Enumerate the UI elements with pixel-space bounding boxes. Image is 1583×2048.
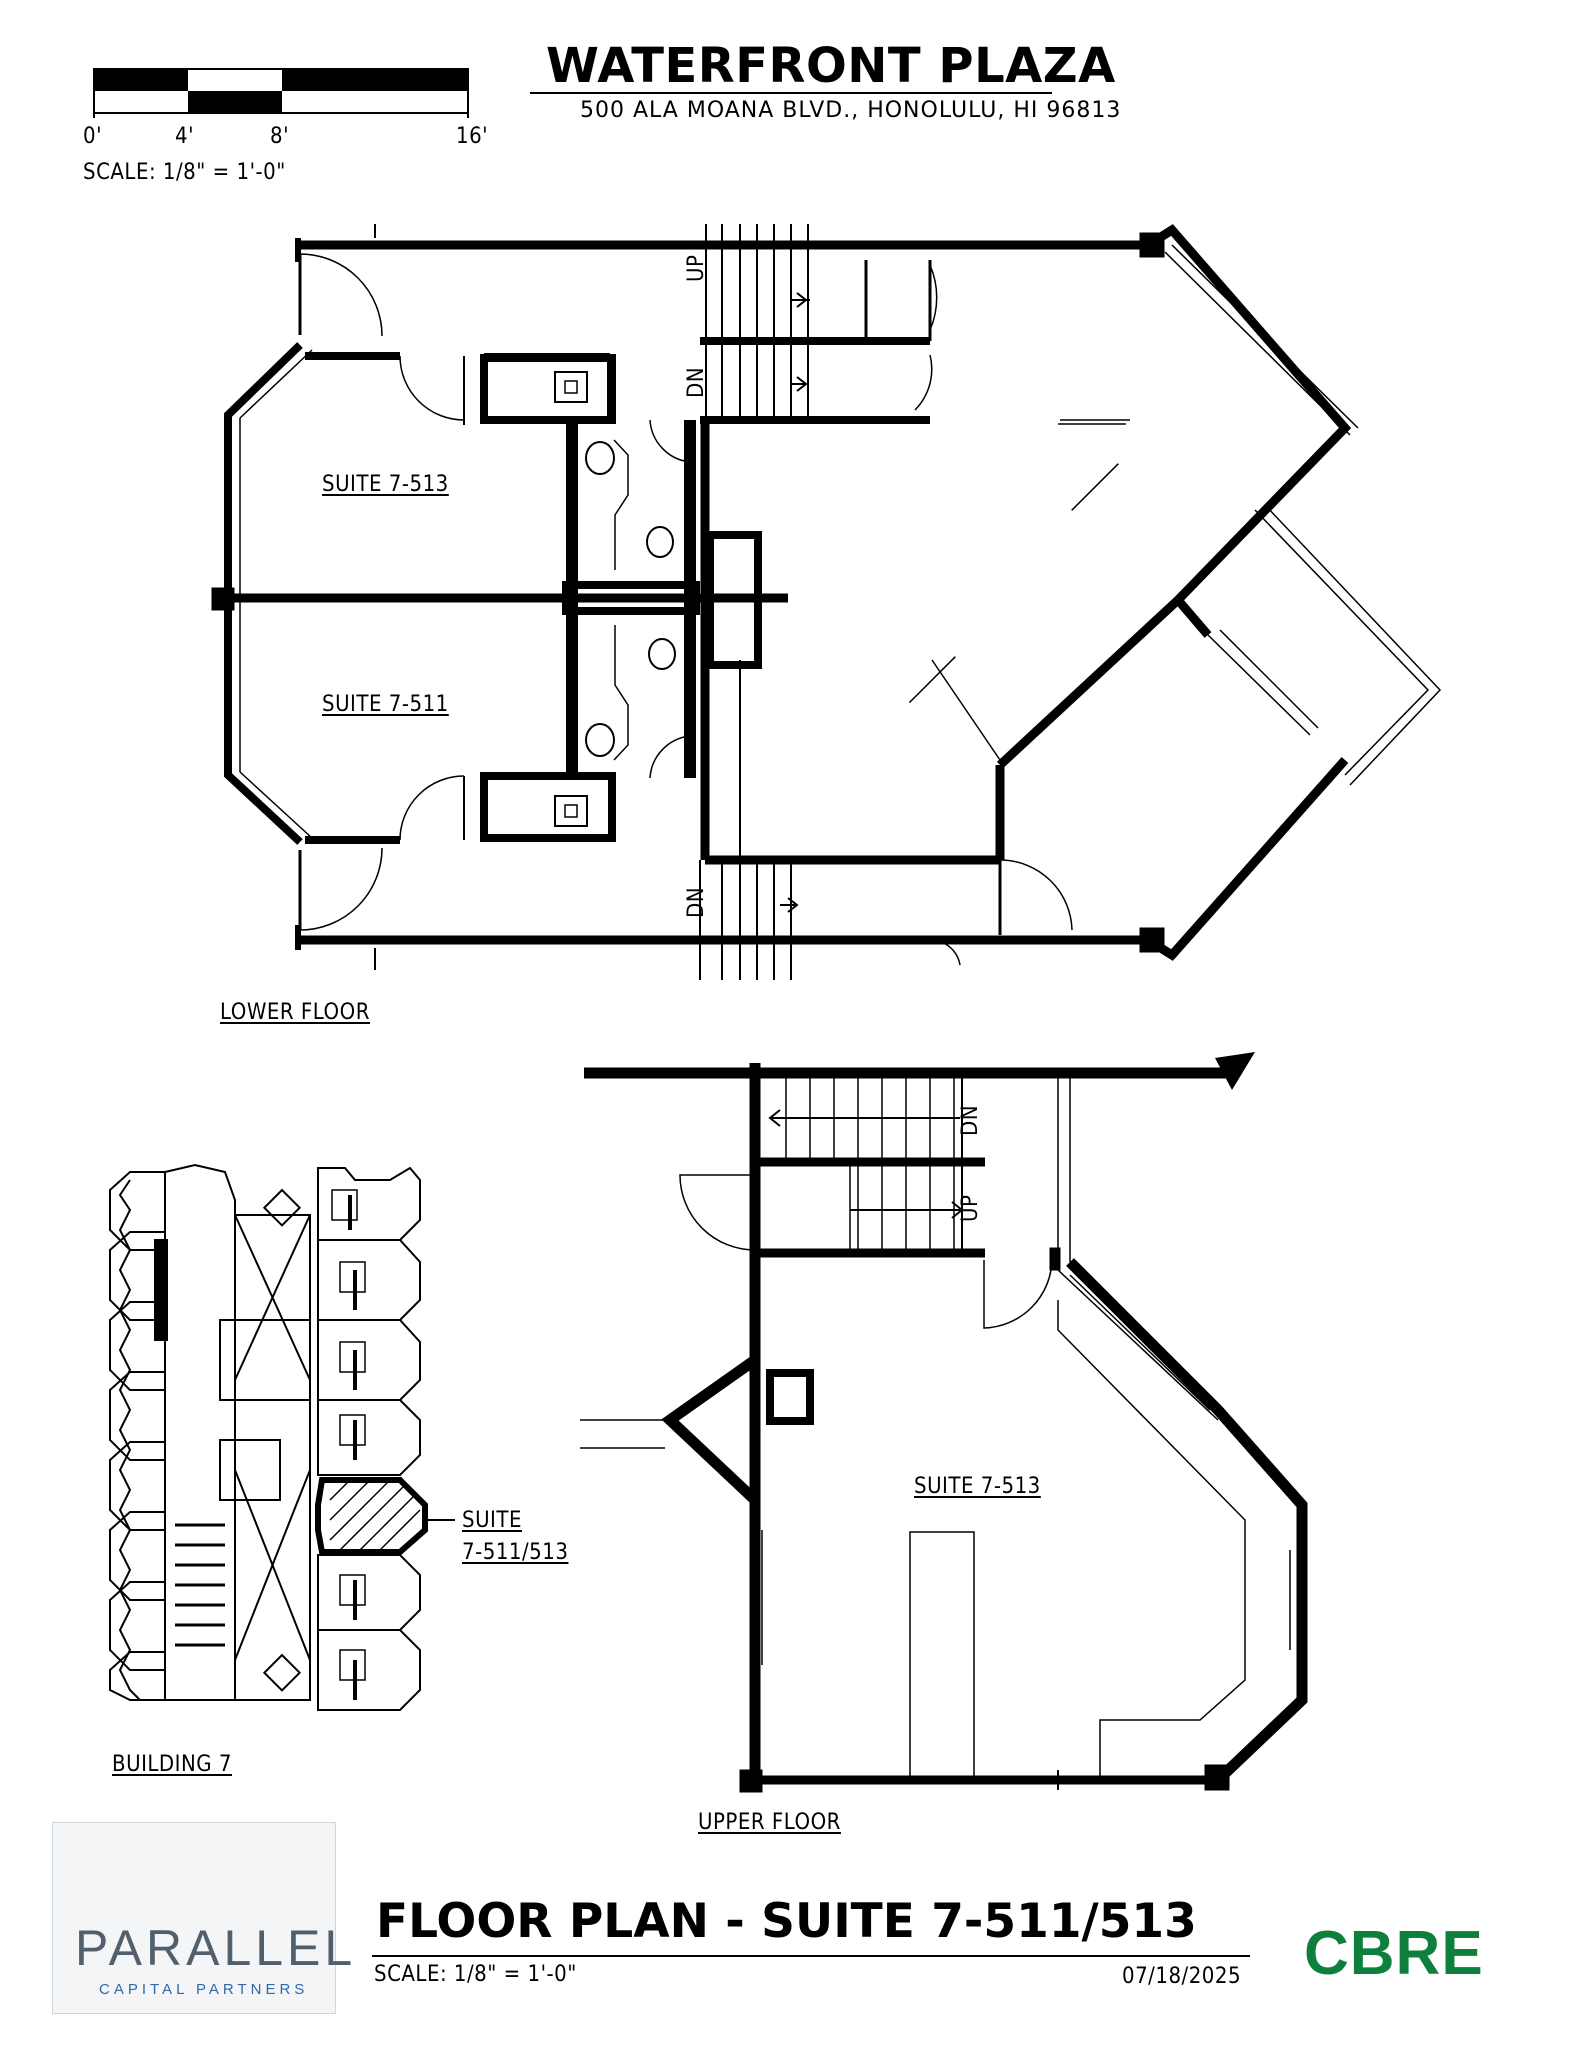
footer-scale: SCALE: 1/8" = 1'-0": [374, 1962, 577, 1987]
upper-floor-plan: [580, 1052, 1308, 1793]
lower-stair-up-label: UP: [684, 254, 709, 282]
footer-date: 07/18/2025: [1122, 1964, 1242, 1989]
scale-caption: SCALE: 1/8" = 1'-0": [83, 160, 286, 185]
upper-floor-label: UPPER FLOOR: [698, 1810, 841, 1835]
scale-tick-4: 4': [175, 124, 195, 149]
floor-plan-title: FLOOR PLAN - SUITE 7-511/513: [376, 1894, 1197, 1949]
upper-stair-dn-label: DN: [958, 1104, 983, 1136]
upper-suite-7-513-label: SUITE 7-513: [914, 1474, 1041, 1499]
upper-stair-up-label: UP: [958, 1194, 983, 1222]
lower-suite-7-513-label: SUITE 7-513: [322, 472, 449, 497]
scale-tick-16: 16': [456, 124, 489, 149]
title-underline: [530, 92, 1052, 94]
building-7-label: BUILDING 7: [112, 1752, 233, 1777]
building-address: 500 ALA MOANA BLVD., HONOLULU, HI 96813: [580, 98, 1122, 123]
lower-floor-plan: [211, 224, 1442, 980]
lower-suite-7-511-label: SUITE 7-511: [322, 692, 449, 717]
building-key-plan: [109, 1163, 455, 1711]
building-title: WATERFRONT PLAZA: [546, 38, 1116, 94]
scale-tick-8: 8': [270, 124, 290, 149]
lower-stair-dn2-label: DN: [684, 886, 709, 918]
parallel-logo-word: PARALLEL: [75, 1920, 357, 1976]
parallel-logo: PARALLEL CAPITAL PARTNERS: [52, 1822, 352, 2014]
suite-callout-line2: 7-511/513: [462, 1540, 569, 1565]
scale-tick-0: 0': [83, 124, 103, 149]
suite-callout-line1: SUITE: [462, 1508, 522, 1533]
scale-bar: [93, 68, 469, 118]
lower-floor-label: LOWER FLOOR: [220, 1000, 370, 1025]
parallel-logo-sub: CAPITAL PARTNERS: [99, 1981, 309, 1998]
lower-stair-dn-label: DN: [684, 366, 709, 398]
cbre-logo: CBRE: [1304, 1919, 1484, 1988]
